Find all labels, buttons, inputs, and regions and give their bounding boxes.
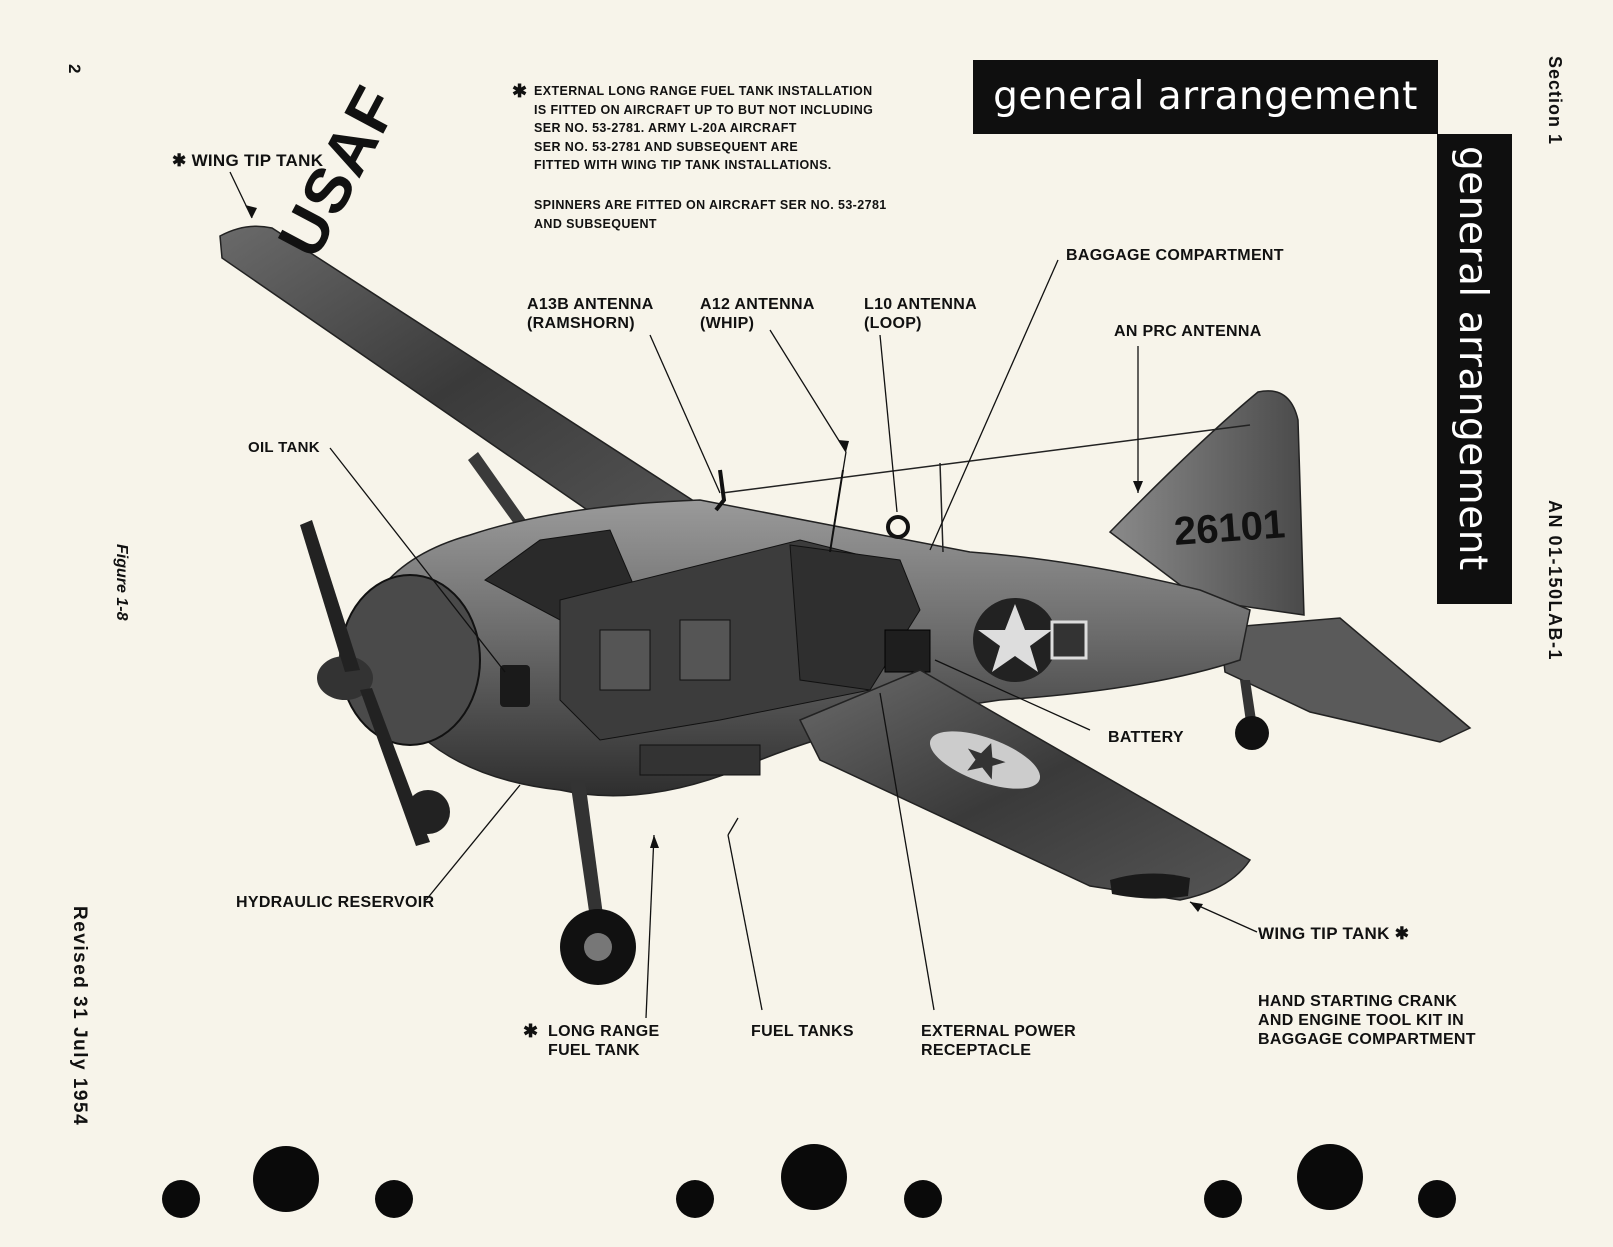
general-arrangement-vertical-banner — [1437, 134, 1512, 604]
wing-tip-tank-right-shape — [1110, 873, 1190, 899]
vertical-stabilizer — [1108, 390, 1305, 616]
wing-marking: USAF — [264, 74, 413, 269]
seat-shape — [679, 619, 731, 681]
oil-tank-shape — [500, 665, 530, 707]
antenna-wire — [721, 424, 1251, 494]
callout-hydraulic-reservoir: HYDRAULIC RESERVOIR — [236, 894, 435, 911]
fuel-tank-shape — [639, 744, 761, 776]
note-asterisk: ✱ — [512, 81, 528, 101]
callout-wing-tip-tank-left: ✱ WING TIP TANK — [172, 151, 324, 170]
callout-an-prc-antenna: AN PRC ANTENNA — [1114, 323, 1262, 340]
note-line: EXTERNAL LONG RANGE FUEL TANK INSTALLATI… — [534, 84, 873, 98]
binder-hole-large — [1297, 1144, 1363, 1210]
callout-a12-antenna: A12 ANTENNA (WHIP) — [700, 295, 815, 333]
wing-strut — [468, 452, 530, 532]
note-line: SER NO. 53-2781. ARMY L-20A AIRCRAFT — [534, 121, 797, 135]
note-line: IS FITTED ON AIRCRAFT UP TO BUT NOT INCL… — [534, 102, 874, 117]
binder-hole-small — [676, 1180, 714, 1218]
left-wing — [219, 225, 702, 539]
callout-leaders — [229, 171, 1258, 1019]
note-line: FITTED WITH WING TIP TANK INSTALLATIONS. — [534, 158, 832, 172]
binder-hole-small — [162, 1180, 200, 1218]
callout-oil-tank: OIL TANK — [248, 439, 320, 456]
callout-line: AND ENGINE TOOL KIT IN — [1258, 1012, 1465, 1029]
binder-hole-small — [1418, 1180, 1456, 1218]
callout-external-power-receptacle: EXTERNAL POWER RECEPTACLE — [921, 1022, 1076, 1060]
secondary-wheel — [406, 790, 450, 834]
horizontal-stabilizer — [1219, 617, 1472, 743]
callout-line: (WHIP) — [700, 315, 755, 332]
binder-hole-small — [1204, 1180, 1242, 1218]
callout-line: RECEPTACLE — [921, 1042, 1032, 1059]
callout-line: HAND STARTING CRANK — [1258, 993, 1458, 1010]
callout-line: FUEL TANK — [548, 1042, 640, 1059]
binder-hole-large — [781, 1144, 847, 1210]
wing-roundel — [929, 731, 1041, 789]
callout-long-range-asterisk: ✱ — [523, 1021, 539, 1041]
callout-battery: BATTERY — [1108, 729, 1184, 746]
callout-wing-tip-tank-right: WING TIP TANK ✱ — [1258, 924, 1410, 943]
callout-line: LONG RANGE — [548, 1023, 660, 1040]
callout-fuel-tanks: FUEL TANKS — [751, 1023, 854, 1040]
callout-line: EXTERNAL POWER — [921, 1023, 1077, 1040]
callout-l10-antenna: L10 ANTENNA (LOOP) — [864, 295, 977, 333]
callout-hand-crank-note: HAND STARTING CRANK AND ENGINE TOOL KIT … — [1258, 992, 1476, 1049]
general-arrangement-banner: general arrangement — [973, 60, 1438, 134]
battery-shape — [884, 629, 931, 673]
callout-line: A13B ANTENNA — [527, 296, 654, 313]
seat-shape — [599, 629, 651, 691]
tail-number: 26101 — [1173, 502, 1287, 554]
callout-line: L10 ANTENNA — [864, 296, 977, 313]
tail-gear-strut — [1240, 680, 1256, 722]
note-line: SER NO. 53-2781 AND SUBSEQUENT ARE — [534, 139, 799, 154]
binder-hole-large — [253, 1146, 319, 1212]
callout-line: (RAMSHORN) — [527, 315, 635, 332]
spinner-note: SPINNERS ARE FITTED ON AIRCRAFT SER NO. … — [534, 196, 887, 233]
note-line: AND SUBSEQUENT — [534, 216, 657, 231]
callout-long-range-fuel-tank: LONG RANGE FUEL TANK — [548, 1022, 659, 1060]
binder-hole-small — [375, 1180, 413, 1218]
propeller-blade — [300, 520, 360, 672]
callout-arrowheads — [245, 205, 1203, 912]
callout-a13b-antenna: A13B ANTENNA (RAMSHORN) — [527, 295, 654, 333]
ramshorn-antenna — [714, 469, 727, 512]
callout-line: BAGGAGE COMPARTMENT — [1258, 1031, 1476, 1048]
note-line: SPINNERS ARE FITTED ON AIRCRAFT SER NO. … — [534, 198, 887, 212]
callout-line: A12 ANTENNA — [700, 296, 815, 313]
main-gear-strut — [570, 780, 605, 932]
callout-baggage-compartment: BAGGAGE COMPARTMENT — [1066, 247, 1284, 264]
tail-wheel — [1235, 716, 1269, 750]
binder-hole-small — [904, 1180, 942, 1218]
callout-line: (LOOP) — [864, 315, 922, 332]
fuel-installation-note: EXTERNAL LONG RANGE FUEL TANK INSTALLATI… — [534, 82, 873, 175]
loop-antenna — [886, 515, 910, 539]
antenna-wire — [939, 462, 944, 553]
